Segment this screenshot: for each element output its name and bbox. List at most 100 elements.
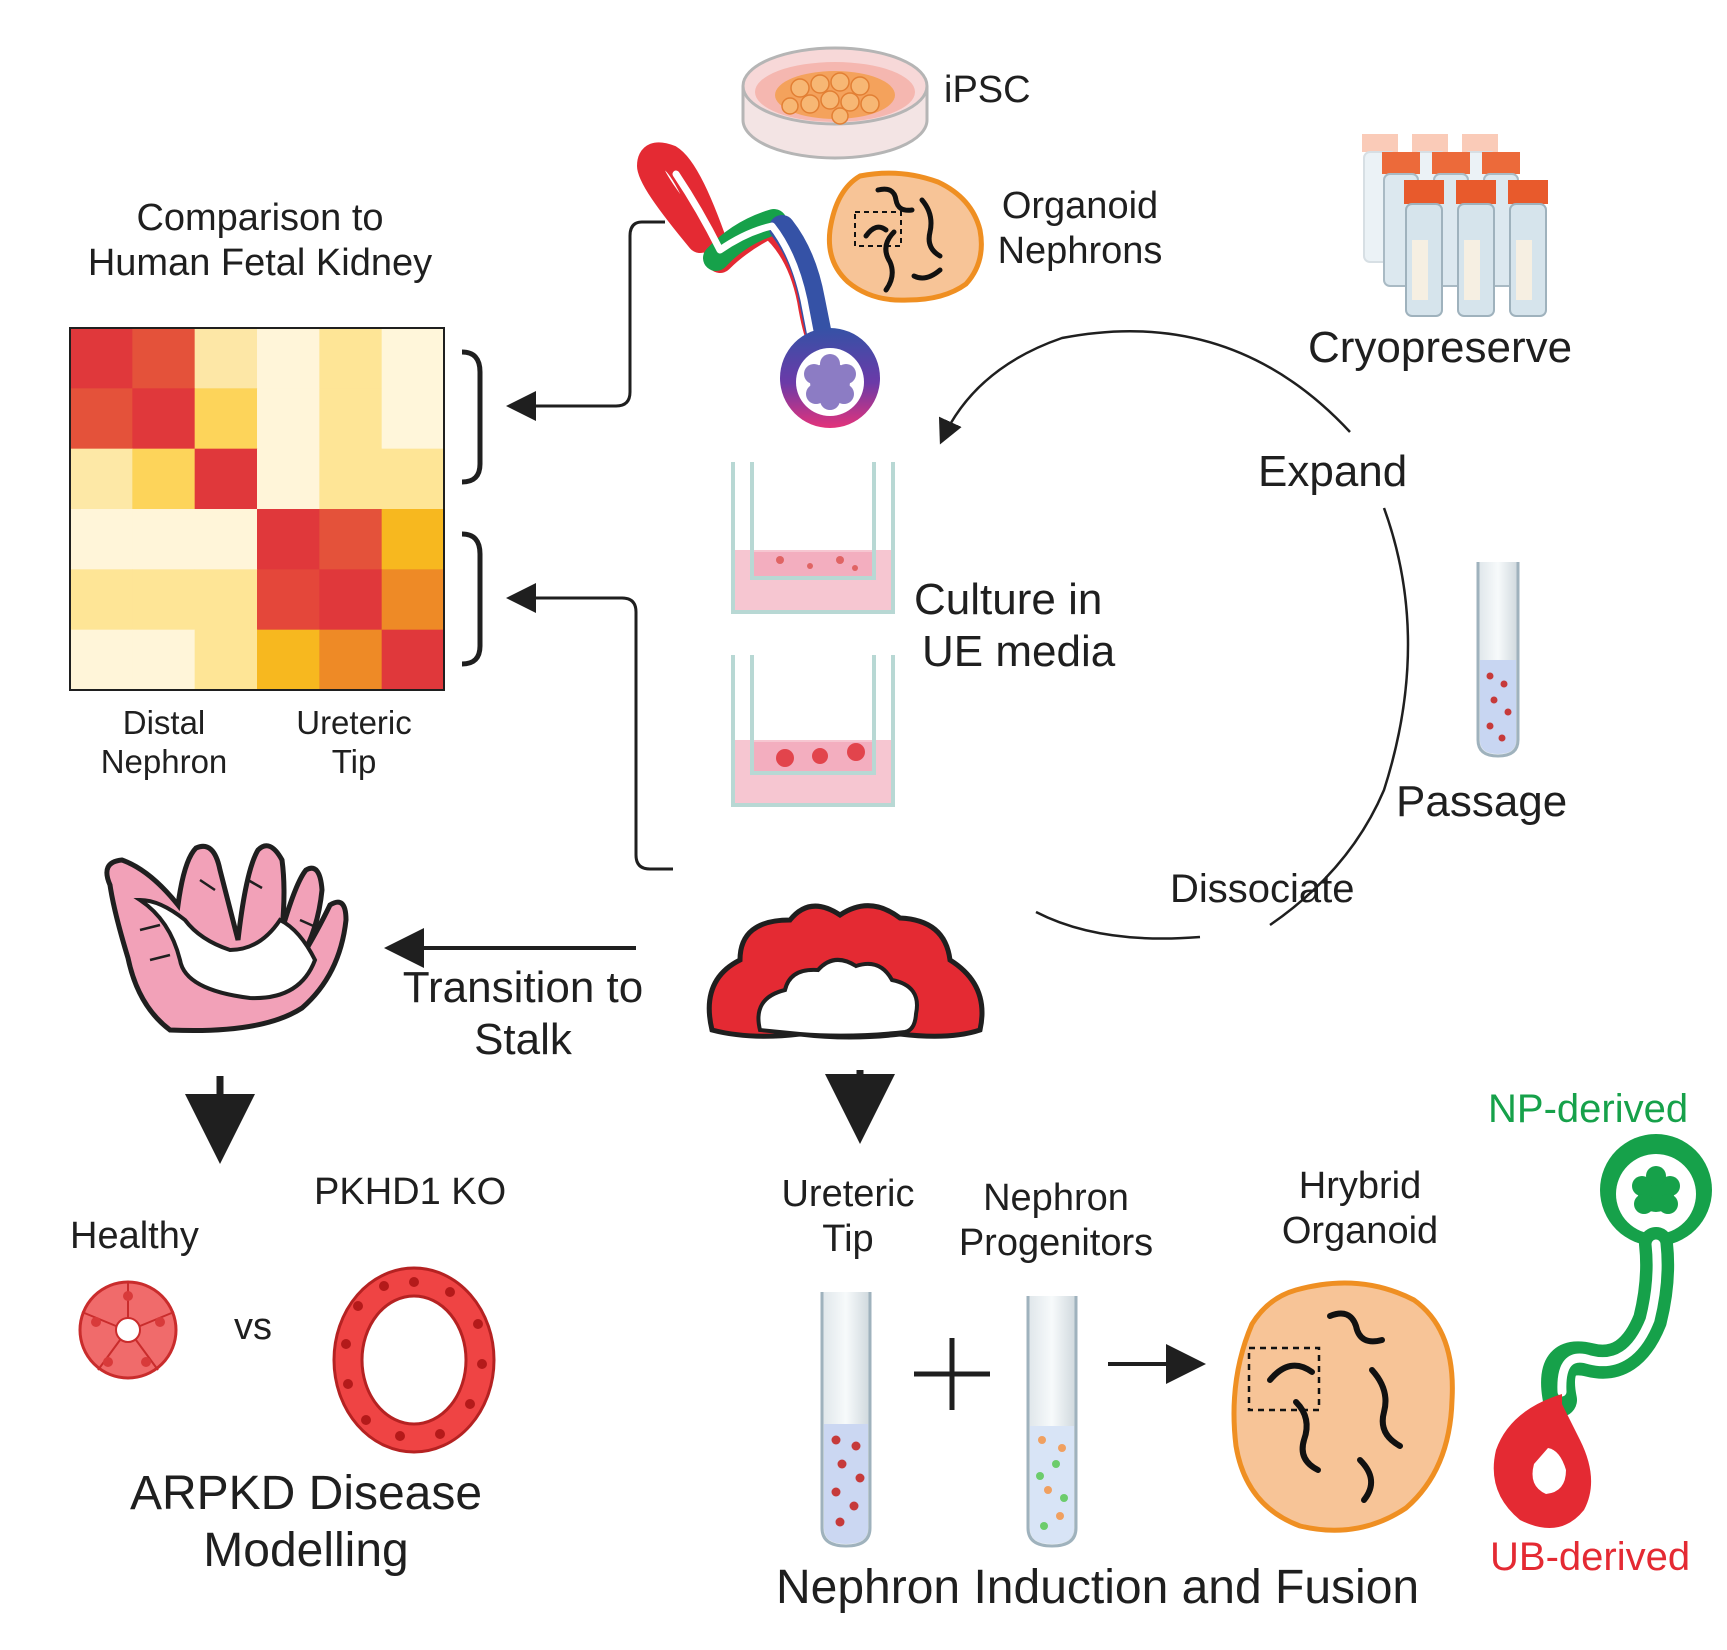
heatmap-border	[69, 327, 445, 691]
heatmap-cell	[319, 569, 383, 631]
nephron-to-heatmap-arrow	[506, 220, 665, 421]
nephron-progenitors-tube-icon	[1026, 1296, 1078, 1548]
culture-line2: UE media	[922, 626, 1116, 676]
hybrid-organoid-icon	[1231, 1280, 1455, 1533]
nephron-progenitors-label: Nephron Progenitors	[944, 1176, 1168, 1266]
heatmap-cell	[381, 509, 445, 570]
heatmap-cell	[70, 328, 133, 389]
heatmap-cell	[257, 569, 320, 631]
heatmap-cell	[132, 509, 196, 570]
heatmap-cell	[319, 388, 383, 450]
expand-label: Expand	[1258, 447, 1408, 496]
organoid-line1: Organoid	[1001, 185, 1159, 227]
np-line1: Nephron	[983, 1177, 1129, 1219]
ureteric-tip-label: Ureteric Tip	[772, 1172, 924, 1262]
axis-label-distal: Distal	[122, 704, 206, 741]
ureteric-line2: Tip	[822, 1217, 874, 1260]
ipsc-label: iPSC	[944, 69, 1031, 111]
vs-label: vs	[234, 1306, 272, 1348]
petri-dish-icon	[741, 46, 929, 160]
hybrid-line2: Organoid	[1281, 1209, 1439, 1252]
axis-label-nephron: Nephron	[100, 742, 228, 780]
heatmap-cell	[381, 328, 445, 389]
organoid-icon	[826, 170, 984, 303]
transition-line2: Stalk	[474, 1014, 572, 1064]
heatmap-cell	[70, 509, 133, 570]
arpkd-line2: Modelling	[203, 1523, 409, 1577]
hybrid-organoid-label: Hrybrid Organoid	[1260, 1164, 1460, 1254]
heatmap-title: Comparison to Human Fetal Kidney	[66, 196, 454, 286]
heatmap-cell	[319, 448, 383, 510]
heatmap-cell	[381, 388, 445, 450]
axis-label-ureteric-tip: Ureteric Tip	[276, 704, 432, 782]
heatmap-cell	[194, 328, 258, 389]
ureteric-tip-tube-icon	[820, 1292, 872, 1548]
ureteric-epithelium-icon	[706, 903, 985, 1040]
chimeric-nephron-icon	[1493, 1134, 1712, 1528]
heatmap-cell	[194, 448, 258, 510]
heatmap-cell	[319, 509, 383, 570]
top-cluster-bracket	[461, 349, 483, 485]
correlation-heatmap	[70, 328, 445, 691]
heatmap-cell	[132, 448, 196, 510]
heatmap-cell	[319, 629, 383, 691]
passage-label: Passage	[1396, 777, 1568, 826]
heatmap-cell	[70, 569, 133, 631]
heatmap-cell	[132, 629, 196, 691]
transwell-insert-icon	[731, 655, 895, 807]
heatmap-cell	[194, 629, 258, 691]
cryopreserve-label: Cryopreserve	[1308, 323, 1573, 372]
ureteric-stalk-icon	[104, 843, 349, 1033]
heatmap-cell	[319, 328, 383, 389]
ureteric-line1: Ureteric	[781, 1173, 915, 1215]
heatmap-cell	[70, 448, 133, 510]
axis-label-distal-nephron: Distal Nephron	[86, 704, 242, 782]
heatmap-cell	[194, 569, 258, 631]
transwell-insert-icon	[731, 462, 895, 614]
heatmap-cell	[257, 448, 320, 510]
nephron-schematic-icon	[637, 142, 880, 428]
heatmap-cell	[257, 629, 320, 691]
cryovials-icon	[1362, 134, 1548, 317]
culture-to-heatmap-arrow	[506, 583, 673, 871]
ub-derived-label: UB-derived	[1490, 1535, 1691, 1579]
pkhd1-ko-label: PKHD1 KO	[314, 1171, 507, 1213]
culture-line1: Culture in	[914, 575, 1103, 624]
heatmap-cell	[381, 629, 445, 691]
heatmap-cell	[194, 388, 258, 450]
heatmap-cell	[257, 328, 320, 389]
heatmap-cell	[257, 388, 320, 450]
expand-cycle-arrow	[938, 329, 1351, 445]
culture-label: Culture in UE media	[914, 574, 1115, 678]
bottom-cluster-bracket	[461, 531, 483, 667]
heatmap-cell	[70, 629, 133, 691]
transition-label: Transition to Stalk	[378, 962, 668, 1066]
organoid-line2: Nephrons	[997, 229, 1163, 272]
arpkd-label: ARPKD Disease Modelling	[96, 1466, 516, 1579]
pkhd1-ko-cyst-icon	[332, 1266, 496, 1454]
heatmap-cell	[381, 569, 445, 631]
axis-label-ureteric: Ureteric	[296, 704, 412, 741]
heatmap-title-line1: Comparison to	[136, 197, 384, 239]
healthy-label: Healthy	[70, 1215, 199, 1257]
hybrid-line1: Hrybrid	[1298, 1165, 1422, 1207]
heatmap-cell	[132, 328, 196, 389]
dissociate-label: Dissociate	[1170, 867, 1355, 911]
heatmap-cell	[194, 509, 258, 570]
heatmap-cell	[381, 448, 445, 510]
healthy-tubule-icon	[78, 1280, 178, 1380]
heatmap-cell	[70, 388, 133, 450]
transition-line1: Transition to	[402, 963, 644, 1012]
passage-tube-icon	[1476, 562, 1520, 758]
heatmap-cell	[257, 509, 320, 570]
np-line2: Progenitors	[958, 1221, 1154, 1264]
plus-sign-icon	[914, 1338, 990, 1410]
arpkd-line1: ARPKD Disease	[129, 1467, 483, 1520]
heatmap-title-line2: Human Fetal Kidney	[87, 241, 433, 284]
axis-label-tip: Tip	[331, 742, 377, 780]
passage-cycle-arc	[1269, 507, 1410, 927]
organoid-nephrons-label: Organoid Nephrons	[984, 184, 1176, 274]
heatmap-cell	[132, 569, 196, 631]
dissociate-cycle-arc	[1035, 910, 1201, 940]
